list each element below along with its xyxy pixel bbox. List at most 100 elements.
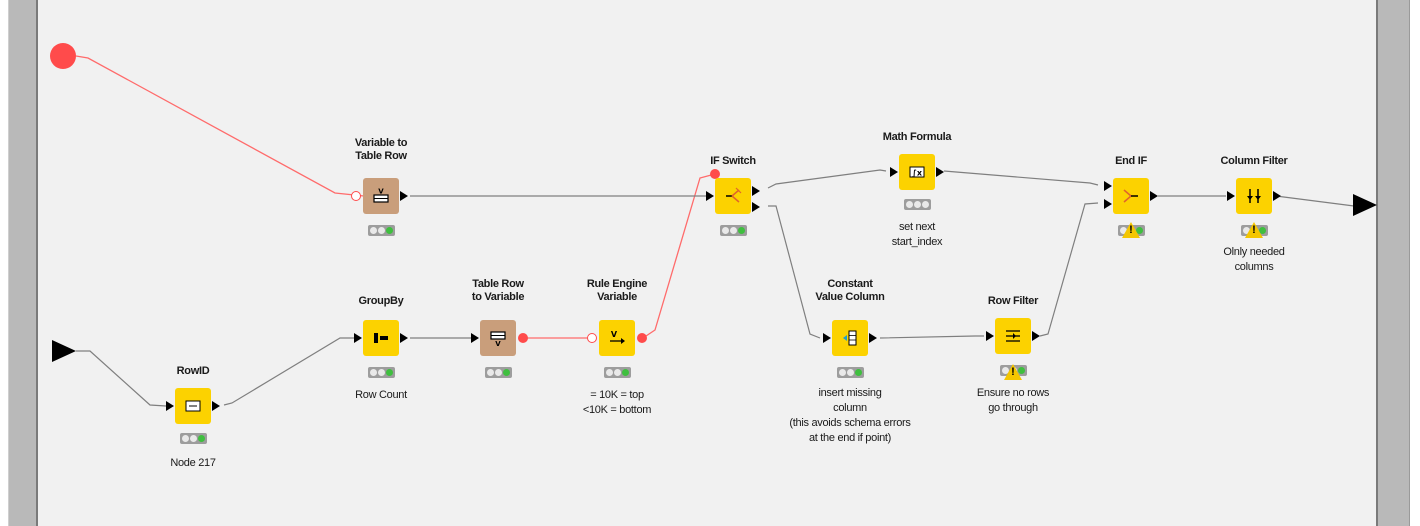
flow-connection-rule-engine-to-if-switch[interactable] <box>642 173 716 339</box>
data-input-port[interactable] <box>823 333 831 343</box>
row-filter-icon <box>1006 330 1020 342</box>
flow-connection-meta-to-variable-to-table-row[interactable] <box>75 55 365 197</box>
node-title: RowID <box>176 365 210 377</box>
data-input-port[interactable] <box>890 167 898 177</box>
status-light-green <box>855 369 863 376</box>
data-input-port[interactable] <box>166 401 174 411</box>
node-title: Rule Engine Variable <box>586 278 648 303</box>
svg-text:V: V <box>378 188 384 196</box>
flow-variable-output-port[interactable] <box>518 333 528 343</box>
data-output-port[interactable] <box>1150 191 1158 201</box>
data-output-port[interactable] <box>400 333 408 343</box>
node-status-lights <box>604 367 631 378</box>
node-if-switch[interactable]: IF Switch <box>673 136 793 266</box>
data-connection-row-filter-to-end-if[interactable] <box>1039 202 1099 337</box>
status-light-red <box>486 369 494 376</box>
metanode-right-border <box>1376 0 1410 526</box>
data-output-port[interactable] <box>869 333 877 343</box>
data-connection-math-formula-to-end-if[interactable] <box>943 170 1099 186</box>
node-body[interactable] <box>1236 178 1272 214</box>
node-table-row-to-variable[interactable]: Table Row to Variable V <box>438 278 558 408</box>
workflow-canvas[interactable] <box>38 0 1376 526</box>
node-variable-to-table-row[interactable]: Variable to Table Row V <box>321 136 441 266</box>
metanode-data-output-port[interactable] <box>1353 194 1377 216</box>
status-light-yellow <box>613 369 621 376</box>
node-body[interactable]: V <box>363 178 399 214</box>
metanode-flow-variable-input-port[interactable] <box>50 43 76 69</box>
node-body[interactable] <box>832 320 868 356</box>
data-output-port[interactable] <box>1273 191 1281 201</box>
warning-icon <box>1245 222 1263 238</box>
node-column-filter[interactable]: Column Filter ! Olnly needed columns <box>1194 136 1314 273</box>
end-if-icon <box>1123 189 1138 203</box>
data-input-port[interactable] <box>706 191 714 201</box>
if-switch-icon <box>726 187 742 203</box>
data-input-port[interactable] <box>471 333 479 343</box>
node-body[interactable] <box>715 178 751 214</box>
node-status-lights <box>485 367 512 378</box>
flow-variable-input-port[interactable] <box>710 169 720 179</box>
data-connection-rowid-to-groupby[interactable] <box>223 337 354 406</box>
data-connection-if-switch-bottom-to-constant-value[interactable] <box>768 205 821 339</box>
status-light-red <box>905 201 913 208</box>
data-connection-if-switch-top-to-math-formula[interactable] <box>767 169 887 189</box>
node-body[interactable]: V <box>480 320 516 356</box>
node-rowid[interactable]: RowID Node 217 <box>133 346 253 476</box>
node-rule-engine-variable[interactable]: Rule Engine Variable V = 10K = top <10K … <box>557 278 677 416</box>
node-title: Variable to Table Row <box>354 137 408 162</box>
status-light-green <box>738 227 746 234</box>
metanode-data-input-port[interactable] <box>52 340 76 362</box>
data-input-port[interactable] <box>1227 191 1235 201</box>
rule-engine-icon: V <box>610 330 625 344</box>
metanode-left-border <box>8 0 38 526</box>
node-annotation: Ensure no rows go through <box>976 387 1050 414</box>
data-output-port-bottom[interactable] <box>752 202 760 212</box>
data-input-port-bottom[interactable] <box>1104 199 1112 209</box>
data-input-port-top[interactable] <box>1104 181 1112 191</box>
node-body[interactable] <box>363 320 399 356</box>
node-annotation: = 10K = top <10K = bottom <box>582 389 652 416</box>
node-status-lights <box>180 433 207 444</box>
node-end-if[interactable]: End IF ! <box>1071 136 1191 266</box>
svg-text:V: V <box>495 340 501 348</box>
data-output-port[interactable] <box>212 401 220 411</box>
data-connection-column-filter-to-meta-out[interactable] <box>1275 195 1355 207</box>
node-body[interactable]: V <box>599 320 635 356</box>
flow-variable-input-port[interactable] <box>587 333 597 343</box>
data-output-port[interactable] <box>400 191 408 201</box>
warning-icon <box>1004 364 1022 380</box>
node-body[interactable] <box>175 388 211 424</box>
status-light-yellow <box>913 201 921 208</box>
node-title: GroupBy <box>358 295 404 307</box>
node-groupby[interactable]: GroupBy Row Count <box>321 278 441 408</box>
node-math-formula[interactable]: Math Formula ∫x set next start_index <box>857 112 977 248</box>
data-connection-constant-value-to-row-filter[interactable] <box>879 335 984 339</box>
data-connection-meta-in-to-rowid[interactable] <box>76 350 167 407</box>
warning-mark: ! <box>1129 224 1133 236</box>
node-title: Row Filter <box>987 295 1039 307</box>
data-input-port[interactable] <box>354 333 362 343</box>
status-light-red <box>181 435 189 442</box>
flow-variable-input-port[interactable] <box>351 191 361 201</box>
node-body[interactable]: ∫x <box>899 154 935 190</box>
constant-value-column-icon <box>843 330 857 346</box>
status-light-red <box>721 227 729 234</box>
status-light-green <box>198 435 206 442</box>
flow-variable-output-port[interactable] <box>637 333 647 343</box>
node-body[interactable] <box>995 318 1031 354</box>
node-row-filter[interactable]: Row Filter ! Ensure no rows go through <box>953 278 1073 414</box>
status-light-yellow <box>729 227 737 234</box>
node-constant-value-column[interactable]: Constant Value Column insert missing col… <box>789 278 910 444</box>
data-input-port[interactable] <box>986 331 994 341</box>
node-title: IF Switch <box>710 155 756 167</box>
status-light-red <box>369 369 377 376</box>
node-title: End IF <box>1115 155 1147 167</box>
status-light-yellow <box>846 369 854 376</box>
data-output-port[interactable] <box>936 167 944 177</box>
node-body[interactable] <box>1113 178 1149 214</box>
data-output-port-top[interactable] <box>752 186 760 196</box>
data-output-port[interactable] <box>1032 331 1040 341</box>
status-light-yellow <box>189 435 197 442</box>
status-light-yellow <box>377 227 385 234</box>
